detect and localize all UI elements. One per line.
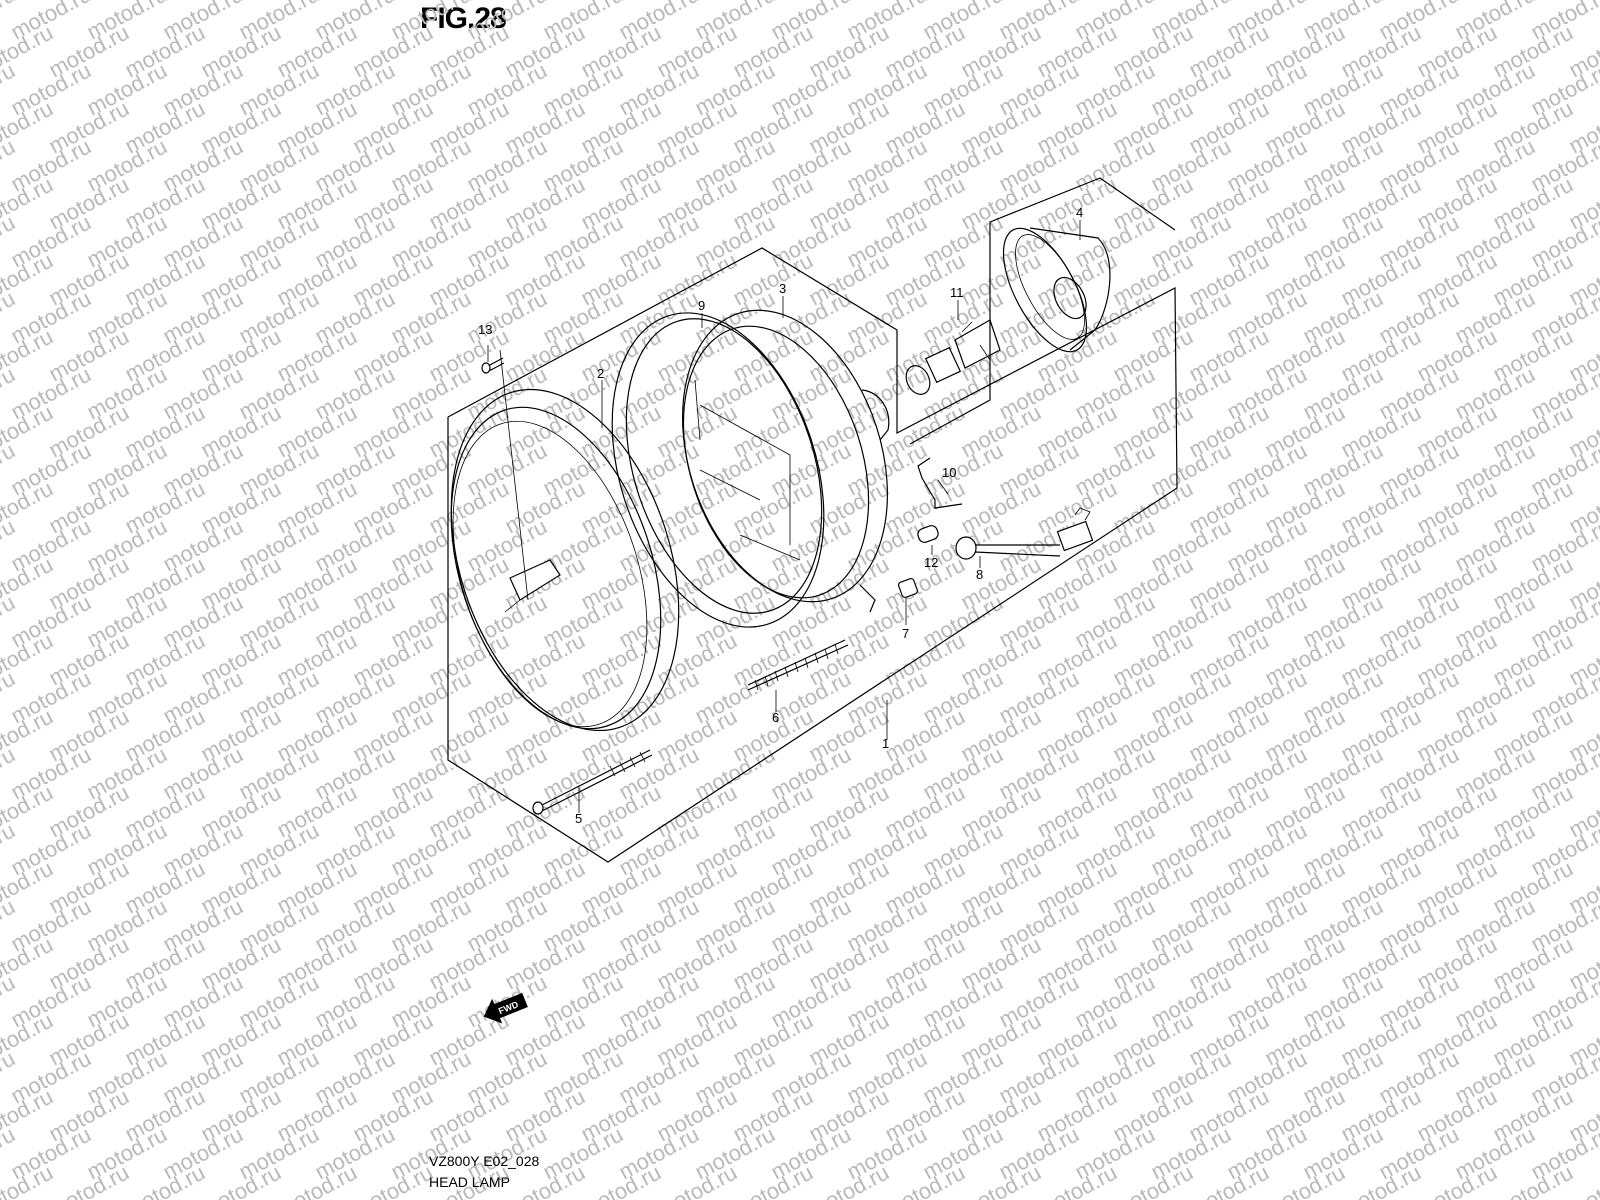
callout-2: 2 — [597, 366, 604, 381]
callout-1: 1 — [882, 736, 889, 751]
socket-wire-part-8 — [955, 507, 1094, 560]
callout-3: 3 — [779, 281, 786, 296]
fwd-arrow: FWD — [483, 992, 528, 1024]
callout-10: 10 — [942, 465, 956, 480]
assembly-frame — [447, 247, 1178, 863]
clip-part-10 — [917, 457, 963, 509]
callout-4: 4 — [1076, 205, 1083, 220]
leader-lines — [487, 220, 1081, 813]
callout-5: 5 — [575, 811, 582, 826]
callout-11: 11 — [950, 285, 964, 300]
callout-6: 6 — [772, 710, 779, 725]
callout-7: 7 — [902, 626, 909, 641]
bulb-subframe — [909, 177, 1176, 445]
screw-part-5 — [532, 749, 653, 815]
small-bulb-part-12 — [917, 525, 939, 543]
nut-part-7 — [897, 577, 919, 599]
lens-ring-part-9 — [611, 312, 825, 628]
callout-8: 8 — [976, 567, 983, 582]
callout-12: 12 — [924, 555, 938, 570]
callout-13: 13 — [478, 322, 492, 337]
model-code: VZ800Y E02_028 — [429, 1153, 540, 1169]
rim-part-2 — [450, 388, 680, 732]
callout-labels: 1 2 3 4 5 6 7 8 9 10 11 12 13 — [478, 205, 1083, 826]
callout-9: 9 — [698, 298, 705, 313]
socket-cover-part-4 — [1002, 227, 1111, 353]
figure-name: HEAD LAMP — [429, 1174, 510, 1190]
spring-part-6 — [747, 639, 849, 691]
page-title: FIG.28 — [420, 2, 507, 35]
bulb-part-11 — [905, 319, 1001, 395]
lamp-unit-part-3 — [682, 309, 890, 613]
